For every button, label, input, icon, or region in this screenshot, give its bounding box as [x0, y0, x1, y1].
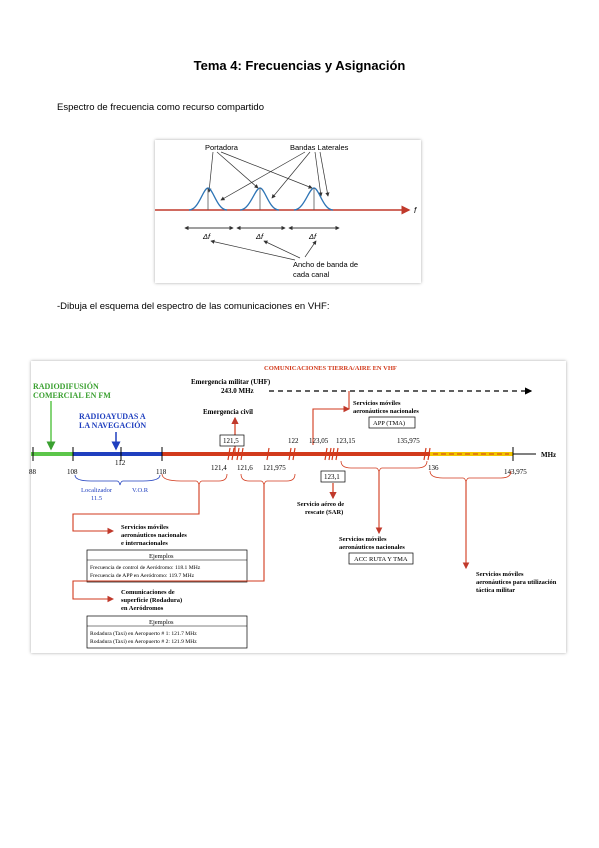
- int-arrow: [72, 485, 200, 535]
- svc-int-label-1: Servicios móviles: [121, 524, 169, 531]
- ex2-line-1: Rodadura (Taxi) en Aeropuerto # 1: 121.7…: [90, 630, 197, 637]
- tick-143-975: 143,975: [504, 468, 527, 476]
- acc-ruta-box: [348, 552, 414, 565]
- carrier-lines: [207, 188, 315, 210]
- tick-122: 122: [288, 437, 299, 445]
- svc-nac2-label-1: Servicios móviles: [339, 536, 387, 543]
- vhf-spectrum-figure: RADIODIFUSIÓN COMERCIAL EN FM RADIOAYUDA…: [29, 361, 566, 653]
- ejemplos-box-1: [86, 549, 248, 583]
- ancho-label-2: cada canal: [293, 270, 330, 279]
- vor-label: V.O.R: [132, 487, 149, 494]
- rodadura-arrow: [72, 485, 265, 603]
- localizador-label: Localizador: [81, 487, 113, 494]
- bandas-laterales-label: Bandas Laterales: [290, 143, 349, 152]
- loc-freq-label: 11.5: [91, 495, 102, 502]
- acc-bracket: [340, 460, 428, 473]
- military-bracket: [429, 470, 512, 483]
- svc-nac-label-1: Servicios móviles: [353, 400, 401, 407]
- label-arrows: [207, 151, 330, 201]
- delta-f-1: Δf: [202, 232, 211, 241]
- emergencia-civil-label: Emergencia civil: [203, 408, 253, 416]
- spectrum-diagram: Portadora Bandas Laterales f: [155, 143, 417, 279]
- delta-f-3: Δf: [308, 232, 317, 241]
- spectrum-intro-text: Espectro de frecuencia como recurso comp…: [57, 102, 264, 113]
- tick-108: 108: [67, 468, 78, 476]
- com-sup-label-3: en Aeródromos: [121, 605, 164, 612]
- tick-121-4: 121,4: [211, 464, 227, 472]
- tick-123-15: 123,15: [336, 437, 356, 445]
- tick-88: 88: [29, 468, 37, 476]
- radiodifusion-label-1: RADIODIFUSIÓN: [33, 381, 99, 391]
- ex2-line-2: Rodadura (Taxi) en Aeropuerto # 2: 121.9…: [90, 638, 197, 645]
- sar-label-1: Servicio aéreo de: [297, 501, 344, 508]
- f-axis-label: f: [414, 206, 417, 215]
- tick-121-6: 121,6: [237, 464, 253, 472]
- ejemplos-title-2: Ejemplos: [149, 619, 174, 626]
- mhz-label: MHz: [541, 451, 556, 459]
- app-arrow: [312, 405, 351, 445]
- radioayudas-label-2: LA NAVEGACIÓN: [79, 420, 146, 430]
- vhf-diagram: RADIODIFUSIÓN COMERCIAL EN FM RADIOAYUDA…: [29, 365, 557, 649]
- int-bracket: [161, 473, 228, 486]
- label-123-1: 123,1: [324, 473, 340, 481]
- com-sup-label-2: superficie (Rodadura): [121, 597, 182, 604]
- acc-ruta-label: ACC RUTA Y TMA: [354, 556, 408, 563]
- ejemplos-title-1: Ejemplos: [149, 553, 174, 560]
- ancho-label-1: Ancho de banda de: [293, 260, 358, 269]
- channel-curves: [188, 187, 334, 211]
- rodadura-bracket: [240, 473, 296, 486]
- box-121-5: [219, 434, 245, 447]
- delta-f-2: Δf: [255, 232, 264, 241]
- app-tma-label: APP (TMA): [373, 420, 405, 427]
- vhf-ticks: [227, 447, 431, 461]
- tick-135-975: 135,975: [397, 437, 420, 445]
- vhf-intro-text: -Dibuja el esquema del espectro de las c…: [57, 301, 330, 312]
- svc-nac2-label-2: aeronáuticos nacionales: [339, 544, 405, 551]
- freq-243-label: 243.0 MHz: [221, 387, 254, 395]
- tick-marks: [32, 447, 514, 461]
- radioayudas-label-1: RADIOAYUDAS A: [79, 412, 146, 421]
- portadora-label: Portadora: [205, 143, 239, 152]
- nav-bracket: [74, 474, 161, 486]
- tick-121-5: 121,5: [223, 437, 239, 445]
- svc-mil-label-1: Servicios móviles: [476, 571, 524, 578]
- svc-mil-label-2: aeronáuticos para utilización: [476, 579, 557, 586]
- spectrum-figure: Portadora Bandas Laterales f: [155, 140, 421, 283]
- tick-118: 118: [156, 468, 167, 476]
- page-title: Tema 4: Frecuencias y Asignación: [193, 58, 406, 73]
- tierra-aire-label: COMUNICACIONES TIERRA/AIRE EN VHF: [264, 365, 397, 372]
- bandwidth-arrows: [210, 239, 317, 261]
- svc-int-label-2: aeronáuticos nacionales: [121, 532, 187, 539]
- ex1-line-1: Frecuencia de control de Aeródromo: 118.…: [90, 565, 201, 571]
- tick-112: 112: [115, 459, 126, 467]
- ex1-line-2: Frecuencia de APP en Aeródromo: 119.7 MH…: [90, 573, 195, 579]
- app-tma-box: [368, 416, 416, 429]
- emergencia-militar-label: Emergencia militar (UHF): [191, 378, 271, 386]
- radiodifusion-label-2: COMERCIAL EN FM: [33, 391, 111, 400]
- svc-int-label-3: e internacionales: [121, 540, 168, 547]
- svc-nac-label-2: aeronáuticos nacionales: [353, 408, 419, 415]
- ejemplos-box-2: [86, 615, 248, 649]
- tick-123-05: 123,05: [309, 437, 329, 445]
- svc-mil-label-3: táctica militar: [476, 587, 515, 594]
- tick-136: 136: [428, 464, 439, 472]
- com-sup-label-1: Comunicaciones de: [121, 589, 175, 596]
- box-123-1: [320, 470, 346, 483]
- tick-121-975: 121,975: [263, 464, 286, 472]
- sar-label-2: rescate (SAR): [305, 509, 343, 516]
